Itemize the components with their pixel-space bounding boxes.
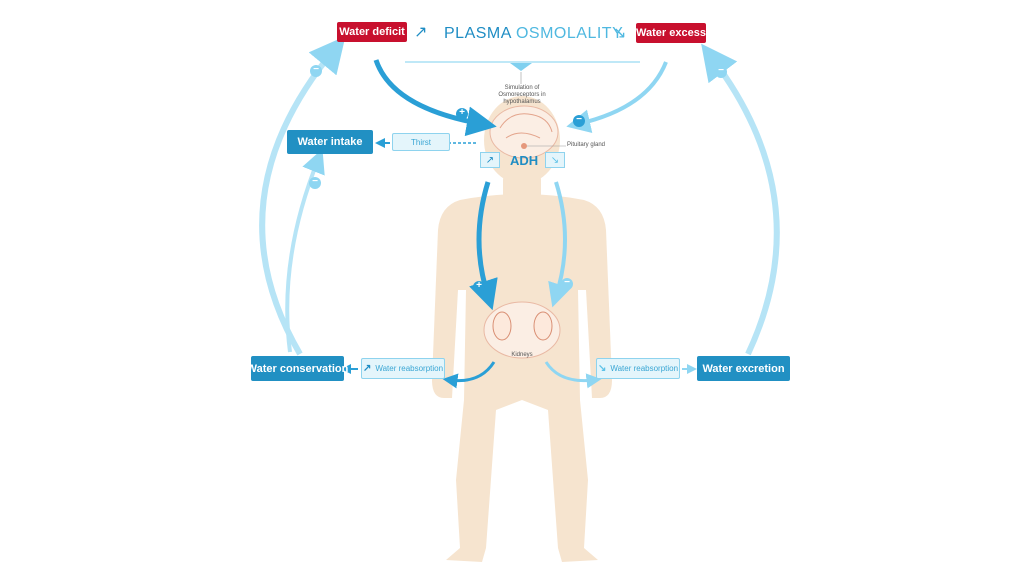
minus-circle-right-arc <box>715 66 727 78</box>
kidneys-label: Kidneys <box>511 352 533 358</box>
minus-circle-kidney <box>561 278 573 290</box>
arrow-kidney-to-reabs-left <box>442 361 496 389</box>
pituitary-gland-label: Pituitary gland <box>567 142 606 148</box>
water-reabsorption-right-box: ↘ Water reabsorption <box>596 358 680 379</box>
minus-sign-left-arc: − <box>313 64 319 75</box>
minus-circle-intake <box>309 177 321 189</box>
water-reabsorption-right-label: Water reabsorption <box>610 364 679 373</box>
minus-sign-right-arc: − <box>718 65 724 76</box>
osmoreceptors-label: Simulation of Osmoreceptors in hypothala… <box>498 85 546 105</box>
title-pointer <box>510 63 532 71</box>
plus-circle-deficit <box>456 108 468 120</box>
minus-circle-excess <box>573 115 585 127</box>
plus-sign-deficit: + <box>459 107 465 118</box>
title-up-arrow-icon: ↗ <box>414 24 428 41</box>
water-reabsorption-left-box: ↗ Water reabsorption <box>361 358 445 379</box>
minus-sign-kidney: − <box>564 277 570 288</box>
water-intake-box: Water intake <box>287 130 373 154</box>
plasma-osmolality-title: PLASMA OSMOLALITY <box>444 25 623 43</box>
water-excretion-box: Water excretion <box>697 356 790 381</box>
arrow-deficit-to-brain <box>373 59 497 137</box>
plus-circle-kidney <box>473 281 485 293</box>
adh-decrease-icon: ↘ <box>545 152 565 168</box>
arrow-adh-to-kidney-left <box>469 181 498 311</box>
adh-label: ADH <box>510 153 539 168</box>
title-down-arrow-icon: ↘ <box>613 25 627 42</box>
arc-conservation-to-deficit <box>259 36 346 356</box>
thirst-box: Thirst <box>392 133 450 151</box>
adh-increase-icon: ↗ <box>480 152 500 168</box>
water-excess-box: Water excess <box>636 23 706 43</box>
arrow-excess-to-brain <box>566 61 668 134</box>
brain-illustration <box>489 105 566 159</box>
water-conservation-box: Water conservation <box>247 356 348 381</box>
reabsorption-decrease-icon: ↘ <box>597 363 607 374</box>
arc-excretion-to-excess <box>701 43 780 356</box>
kidneys-illustration <box>483 301 561 359</box>
arc-conservation-to-intake <box>285 148 325 353</box>
title-part1: PLASMA <box>444 25 512 42</box>
title-part2: OSMOLALITY <box>515 25 624 42</box>
arrow-kidney-to-reabs-right <box>544 361 602 389</box>
water-deficit-box: Water deficit <box>337 22 407 42</box>
reabsorption-increase-icon: ↗ <box>362 363 372 374</box>
minus-circle-left-arc <box>310 65 322 77</box>
plus-sign-kidney: + <box>476 280 482 291</box>
water-reabsorption-left-label: Water reabsorption <box>375 364 444 373</box>
minus-sign-excess: − <box>576 114 582 125</box>
sign-circles <box>309 65 727 293</box>
minus-sign-intake: − <box>312 176 318 187</box>
arrow-adh-to-kidney-right <box>548 181 572 308</box>
